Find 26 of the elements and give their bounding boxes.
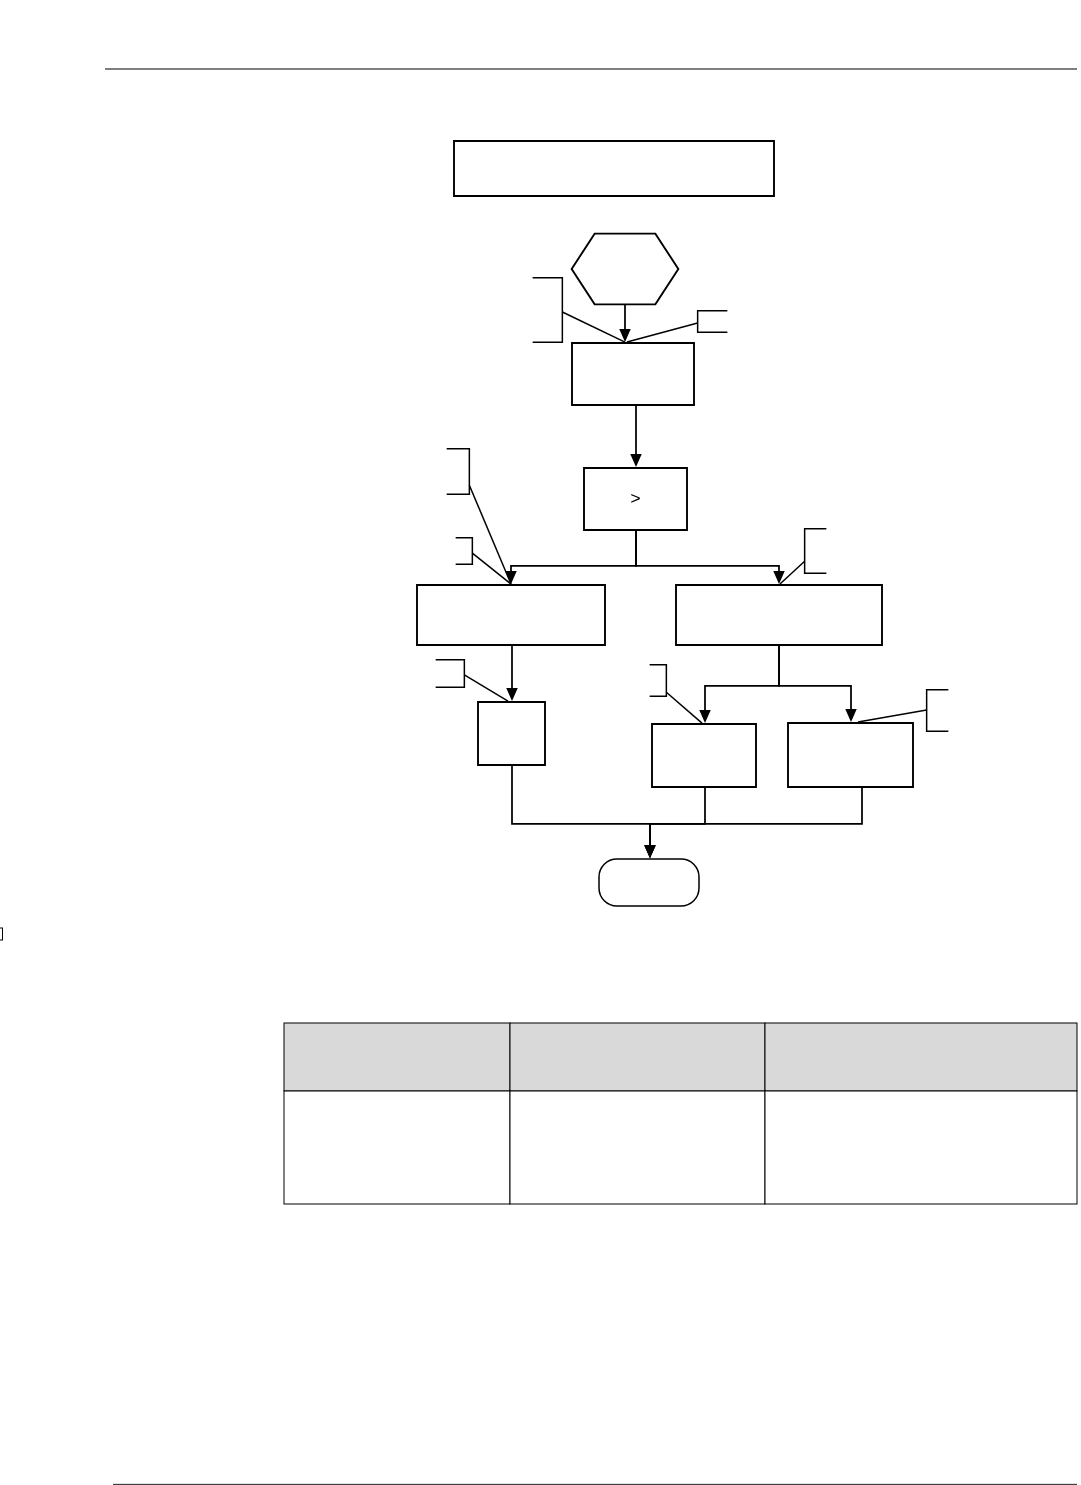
leader-line: [665, 691, 703, 724]
annotation-bracket: [696, 309, 729, 334]
annotation-bracket: [445, 447, 471, 496]
leader-line: [463, 674, 509, 702]
annotation-bracket: [434, 658, 466, 689]
process-box: [416, 584, 606, 646]
annotation-bracket: [531, 276, 564, 344]
leader-line: [561, 311, 626, 343]
leader-line: [468, 484, 512, 585]
process-box: >: [583, 467, 688, 531]
process-box: [453, 140, 775, 197]
rounded-box: [598, 858, 700, 907]
leader-line: [779, 560, 806, 585]
leader-line: [626, 322, 699, 343]
leader-line: [857, 709, 928, 723]
annotation-bracket: [803, 527, 828, 575]
process-box: [651, 723, 757, 788]
process-box: [675, 584, 883, 646]
process-box: [787, 722, 914, 788]
process-box: [571, 342, 695, 406]
process-box: [477, 701, 546, 766]
hexagon: [570, 232, 680, 306]
leader-line: [471, 552, 512, 585]
annotation-bracket: [648, 663, 668, 698]
annotation-bracket: [454, 536, 474, 566]
annotation-bracket: [925, 688, 950, 733]
